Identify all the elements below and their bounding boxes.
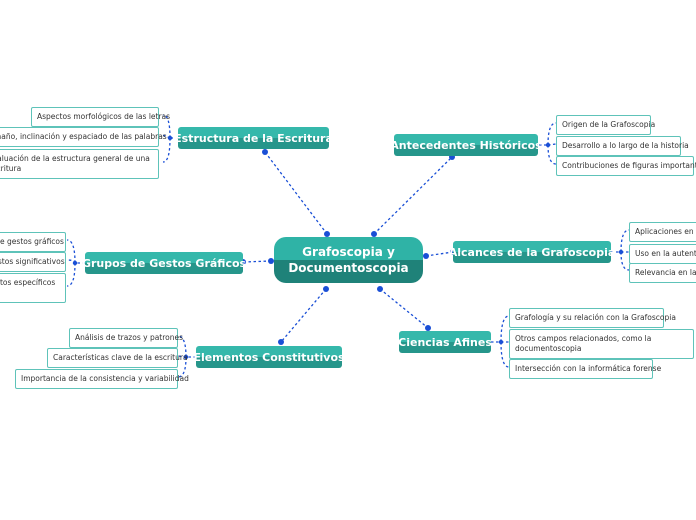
- topic-label: Ciencias Afines: [398, 335, 492, 349]
- leaf-grupos-3[interactable]: Análisis de gestos específicos en la esc…: [0, 273, 66, 303]
- topic-estructura-escritura[interactable]: Estructura de la Escritura: [174, 127, 333, 149]
- connector-dot: [377, 286, 383, 292]
- link-center-ciencias: [379, 288, 429, 329]
- leaf-ciencias-3[interactable]: Intersección con la informática forense: [509, 359, 661, 379]
- topic-label: Estructura de la Escritura: [174, 131, 333, 145]
- leaf-grupos-2[interactable]: Identificación de gestos significativos: [0, 252, 66, 272]
- topic-grupos-gestos[interactable]: Grupos de Gestos Gráficos: [81, 252, 247, 274]
- link-antecedentes-leaves: [539, 122, 557, 165]
- link-center-elementos: [280, 288, 327, 343]
- leaf-label: Importancia de la consistencia y variabi…: [21, 374, 189, 383]
- leaf-label: Análisis de trazos y patrones: [75, 333, 184, 342]
- leaf-estructura-2[interactable]: Tamaño, inclinación y espaciado de las p…: [0, 127, 167, 147]
- connector-dot: [167, 135, 173, 141]
- leaf-grupos-1[interactable]: Clasificación de gestos gráficos: [0, 232, 66, 252]
- link-ciencias-leaves: [491, 315, 510, 368]
- leaf-label: Uso en la autenticación de documentos: [635, 249, 696, 258]
- leaf-elementos-1[interactable]: Análisis de trazos y patrones: [69, 328, 183, 348]
- leaf-antecedentes-2[interactable]: Desarrollo a lo largo de la historia: [556, 136, 689, 156]
- connector-dot: [183, 354, 189, 360]
- leaf-label: Origen de la Grafoscopia: [562, 120, 656, 129]
- leaf-label: Clasificación de gestos gráficos: [0, 237, 64, 246]
- topic-label: Alcances de la Grafoscopia: [448, 245, 616, 259]
- leaf-alcances-1[interactable]: Aplicaciones en la investigación forense: [629, 222, 696, 242]
- leaf-label: Evaluación de la estructura general de u…: [0, 154, 150, 173]
- leaf-label: Características clave de la escritura: [53, 353, 188, 362]
- connector-dot: [545, 142, 551, 148]
- topic-antecedentes-historicos[interactable]: Antecedentes Históricos: [390, 134, 542, 156]
- topic-label: Elementos Constitutivos: [193, 350, 345, 364]
- connector-dot: [498, 339, 504, 345]
- leaf-antecedentes-1[interactable]: Origen de la Grafoscopia: [556, 115, 655, 135]
- leaf-label: Desarrollo a lo largo de la historia: [562, 141, 689, 150]
- link-estructura-leaves: [162, 114, 178, 163]
- leaf-label: Tamaño, inclinación y espaciado de las p…: [0, 132, 167, 141]
- connector-dot: [423, 253, 429, 259]
- topic-elementos-constitutivos[interactable]: Elementos Constitutivos: [193, 346, 345, 368]
- connector-dot: [268, 258, 274, 264]
- leaf-estructura-1[interactable]: Aspectos morfológicos de las letras: [31, 107, 170, 127]
- link-center-grupos: [242, 260, 272, 263]
- central-topic[interactable]: Grafoscopia y Documentoscopia: [274, 237, 423, 283]
- connector-dot: [323, 286, 329, 292]
- topic-label: Grupos de Gestos Gráficos: [81, 256, 247, 270]
- leaf-label: Aspectos morfológicos de las letras: [37, 112, 171, 121]
- leaf-estructura-3[interactable]: Evaluación de la estructura general de u…: [0, 149, 159, 179]
- link-grupos-leaves: [66, 239, 85, 287]
- leaf-alcances-2[interactable]: Uso en la autenticación de documentos: [629, 244, 696, 264]
- leaf-label: Grafología y su relación con la Grafosco…: [515, 313, 676, 322]
- leaf-label: Relevancia en la peritación judicial: [635, 268, 696, 277]
- central-topic-label: Grafoscopia y Documentoscopia: [288, 245, 409, 275]
- connector-dot: [324, 231, 330, 237]
- connector-dot: [425, 325, 431, 331]
- link-center-estructura: [264, 151, 328, 235]
- topic-alcances-grafoscopia[interactable]: Alcances de la Grafoscopia: [449, 241, 615, 263]
- leaf-label: Otros campos relacionados, como la docum…: [515, 334, 652, 353]
- leaf-ciencias-1[interactable]: Grafología y su relación con la Grafosco…: [509, 308, 676, 328]
- connector-dot: [72, 260, 78, 266]
- leaf-elementos-2[interactable]: Características clave de la escritura: [47, 348, 188, 368]
- leaf-antecedentes-3[interactable]: Contribuciones de figuras importantes: [556, 156, 696, 176]
- topic-ciencias-afines[interactable]: Ciencias Afines: [398, 331, 492, 353]
- leaf-ciencias-2[interactable]: Otros campos relacionados, como la docum…: [509, 329, 694, 359]
- connector-dot: [371, 231, 377, 237]
- connector-dot: [618, 249, 624, 255]
- leaf-label: Contribuciones de figuras importantes: [562, 161, 696, 170]
- leaf-label: Intersección con la informática forense: [515, 364, 662, 373]
- leaf-label: Aplicaciones en la investigación forense: [635, 227, 696, 236]
- link-center-antecedentes: [373, 156, 453, 235]
- link-alcances-leaves: [611, 229, 630, 271]
- connector-dot: [262, 149, 268, 155]
- topic-label: Antecedentes Históricos: [390, 138, 542, 152]
- leaf-label: Identificación de gestos significativos: [0, 257, 65, 266]
- leaf-label: Análisis de gestos específicos en la esc…: [0, 278, 56, 287]
- connector-dot: [278, 339, 284, 345]
- link-elementos-leaves: [177, 335, 196, 378]
- leaf-elementos-3[interactable]: Importancia de la consistencia y variabi…: [15, 369, 189, 389]
- leaf-alcances-3[interactable]: Relevancia en la peritación judicial: [629, 263, 696, 283]
